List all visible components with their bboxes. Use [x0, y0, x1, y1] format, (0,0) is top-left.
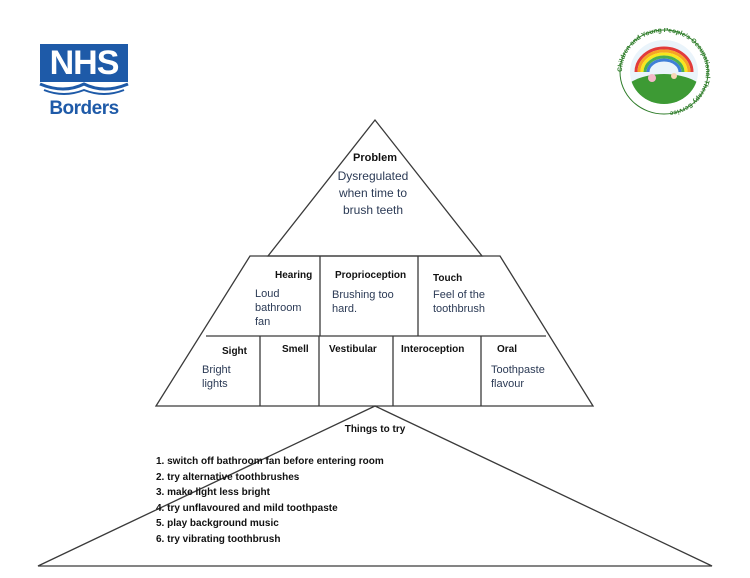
- senses-trapezoid: [154, 255, 595, 407]
- list-item: 4. try unflavoured and mild toothpaste: [156, 502, 338, 514]
- things-to-try-heading: Things to try: [344, 424, 406, 435]
- cell-line: fan: [255, 316, 271, 328]
- cell-line: Loud: [255, 288, 280, 300]
- problem-description: Dysregulated when time to brush teeth: [300, 168, 446, 219]
- oral-heading: Oral: [497, 344, 518, 355]
- cell-line: Feel of the: [433, 289, 485, 301]
- nhs-logo: NHS: [40, 44, 128, 82]
- cell-line: toothbrush: [433, 303, 485, 315]
- list-item: 1. switch off bathroom fan before enteri…: [156, 456, 384, 467]
- nhs-wave-icon: [39, 82, 129, 95]
- cell-line: bathroom: [255, 302, 302, 314]
- list-item: 6. try vibrating toothbrush: [156, 533, 281, 545]
- sight-heading: Sight: [222, 346, 247, 357]
- things-to-try-triangle: [37, 405, 713, 567]
- cell-line: Bright: [202, 364, 231, 376]
- hearing-text: Loud bathroom fan: [255, 287, 319, 329]
- problem-heading: Problem: [352, 152, 397, 164]
- touch-heading: Touch: [433, 273, 463, 284]
- cell-line: Toothpaste: [491, 364, 545, 376]
- list-item: 5. play background music: [156, 518, 279, 529]
- problem-line: when time to: [338, 186, 408, 200]
- cell-line: Brushing too: [332, 289, 394, 301]
- cell-line: hard.: [332, 303, 358, 315]
- cell-line: lights: [202, 378, 228, 390]
- touch-text: Feel of the toothbrush: [433, 288, 513, 316]
- proprioception-text: Brushing too hard.: [332, 288, 416, 316]
- sight-text: Bright lights: [202, 363, 258, 391]
- problem-line: brush teeth: [342, 203, 404, 217]
- cell-line: flavour: [491, 378, 525, 390]
- proprioception-heading: Proprioception: [335, 270, 407, 281]
- oral-text: Toothpaste flavour: [491, 363, 565, 391]
- interoception-heading: Interoception: [401, 344, 465, 355]
- problem-line: Dysregulated: [337, 169, 409, 183]
- list-item: 2. try alternative toothbrushes: [156, 471, 300, 483]
- hearing-heading: Hearing: [275, 270, 313, 281]
- list-item: 3. make light less bright: [156, 487, 270, 498]
- smell-heading: Smell: [282, 344, 309, 355]
- vestibular-heading: Vestibular: [329, 344, 377, 355]
- ot-service-logo: Children and Young People's Occupational…: [617, 28, 711, 116]
- things-to-try-list: 1. switch off bathroom fan before enteri…: [156, 454, 456, 547]
- borders-label: Borders: [49, 98, 119, 119]
